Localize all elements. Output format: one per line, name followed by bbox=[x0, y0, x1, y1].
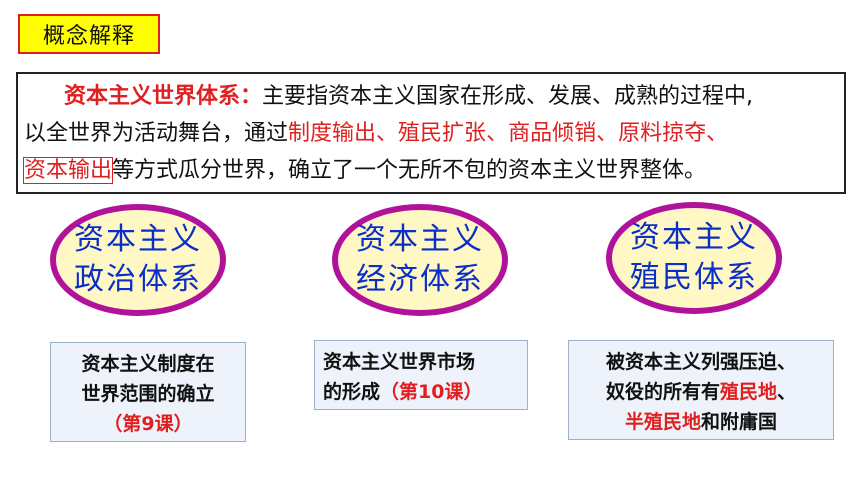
political-system-line2: 政治体系 bbox=[74, 262, 202, 297]
highlight-commodity-dumping: 商品倾销 bbox=[508, 121, 597, 146]
colonial-system-line1: 资本主义 bbox=[630, 220, 758, 255]
economic-system-line2: 经济体系 bbox=[356, 262, 484, 297]
separator: 、 bbox=[596, 121, 619, 146]
definition-line-2: 以全世界为活动舞台，通过制度输出、殖民扩张、商品倾销、原料掠夺、 bbox=[24, 115, 836, 152]
definition-box: 资本主义世界体系：主要指资本主义国家在形成、发展、成熟的过程中, 以全世界为活动… bbox=[16, 72, 846, 194]
colonial-system-line2: 殖民体系 bbox=[630, 260, 758, 295]
colonial-card-line3-suffix: 和附庸国 bbox=[701, 411, 778, 433]
colonial-card-colony: 殖民地 bbox=[719, 381, 777, 403]
political-card-line2: 世界范围的确立 bbox=[81, 383, 215, 405]
highlight-raw-material-plunder: 原料掠夺 bbox=[618, 121, 707, 146]
colonial-card-semi-colony: 半殖民地 bbox=[624, 411, 701, 433]
colonial-card-line2-suffix: 、 bbox=[777, 381, 797, 403]
definition-line-3: 资本输出等方式瓜分世界，确立了一个无所不包的资本主义世界整体。 bbox=[22, 152, 836, 189]
economic-card-line2: 的形成（第10课） bbox=[323, 377, 519, 407]
economic-card-line1: 资本主义世界市场 bbox=[323, 351, 476, 373]
colonial-card-line2: 奴役的所有有殖民地、 bbox=[577, 377, 825, 407]
economic-card: 资本主义世界市场 的形成（第10课） bbox=[314, 340, 528, 410]
political-system-line1: 资本主义 bbox=[74, 222, 202, 257]
colonial-card-line3: 半殖民地和附庸国 bbox=[577, 407, 825, 437]
colonial-card-line1: 被资本主义列强压迫、 bbox=[605, 351, 796, 373]
concept-tag: 概念解释 bbox=[18, 14, 160, 54]
separator: 、 bbox=[376, 121, 399, 146]
definition-line1-text: 主要指资本主义国家在形成、发展、成熟的过程中, bbox=[262, 84, 754, 109]
economic-card-lesson: （第10课） bbox=[380, 381, 483, 403]
political-card-line1: 资本主义制度在 bbox=[81, 353, 215, 375]
concept-tag-label: 概念解释 bbox=[42, 24, 135, 49]
definition-line3-suffix: 等方式瓜分世界，确立了一个无所不包的资本主义世界整体。 bbox=[112, 158, 707, 183]
highlight-capital-export: 资本输出 bbox=[22, 157, 114, 184]
political-system-ellipse: 资本主义 政治体系 bbox=[50, 204, 226, 316]
political-card-lesson: （第9课） bbox=[103, 413, 193, 435]
definition-term: 资本主义世界体系： bbox=[64, 84, 263, 109]
colonial-system-ellipse: 资本主义 殖民体系 bbox=[606, 202, 782, 314]
definition-line2-prefix: 以全世界为活动舞台，通过 bbox=[24, 121, 289, 146]
colonial-card: 被资本主义列强压迫、 奴役的所有有殖民地、 半殖民地和附庸国 bbox=[568, 340, 834, 440]
colonial-card-line2-prefix: 奴役的所有有 bbox=[605, 381, 720, 403]
separator: 、 bbox=[486, 121, 509, 146]
political-card: 资本主义制度在 世界范围的确立 （第9课） bbox=[50, 342, 246, 442]
definition-line-1: 资本主义世界体系：主要指资本主义国家在形成、发展、成熟的过程中, bbox=[24, 78, 836, 115]
highlight-institution-export: 制度输出 bbox=[288, 121, 377, 146]
economic-system-ellipse: 资本主义 经济体系 bbox=[332, 204, 508, 316]
separator: 、 bbox=[706, 121, 729, 146]
economic-system-line1: 资本主义 bbox=[356, 222, 484, 257]
economic-card-line2-prefix: 的形成 bbox=[323, 381, 381, 403]
highlight-colonial-expansion: 殖民扩张 bbox=[398, 121, 487, 146]
